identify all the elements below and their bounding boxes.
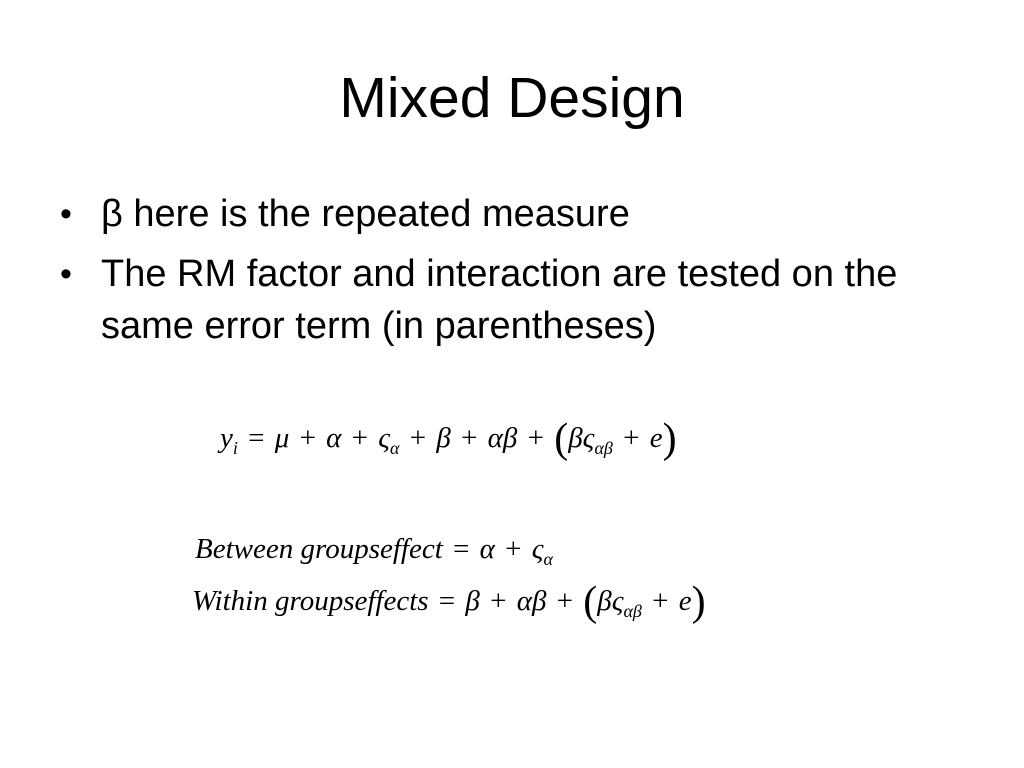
eq-plus: +: [527, 422, 544, 454]
eq-label: Within groupseffects: [192, 585, 429, 617]
eq-subscript: α: [543, 549, 553, 569]
eq-subscript: αβ: [623, 601, 642, 621]
eq-term-beta: β: [465, 585, 480, 617]
eq-term-beta: β: [436, 422, 451, 454]
eq-subscript: α: [390, 438, 400, 458]
bullet-text: β here is the repeated measure: [101, 193, 630, 235]
eq-term-alphabeta: αβ: [487, 422, 518, 454]
eq-term-e: e: [678, 585, 692, 617]
eq-term-alpha: α: [479, 533, 495, 565]
eq-close-paren: ): [662, 416, 677, 462]
eq-open-paren: (: [554, 416, 569, 462]
bullet-text: The RM factor and interaction are tested…: [101, 253, 898, 347]
eq-close-paren: ): [691, 579, 706, 625]
eq-plus: +: [351, 422, 369, 454]
eq-term-zeta: ς: [531, 533, 544, 565]
bullet-marker: •: [60, 255, 72, 293]
eq-term-zeta: ς: [611, 585, 624, 617]
eq-subscript: αβ: [594, 438, 613, 458]
eq-plus: +: [505, 533, 522, 565]
model-equation: yi = μ + α + ςα + β + αβ + (βςαβ + e): [220, 418, 677, 460]
eq-term-mu: μ: [274, 422, 290, 454]
eq-plus: +: [623, 422, 640, 454]
eq-lhs: y: [220, 422, 233, 454]
eq-term-alpha: α: [326, 422, 342, 454]
eq-plus: +: [409, 422, 427, 454]
eq-equals: =: [438, 585, 456, 617]
eq-label: Between groupseffect: [195, 533, 443, 565]
within-equation: Within groupseffects = β + αβ + (βςαβ + …: [192, 581, 706, 623]
eq-equals: =: [453, 533, 470, 565]
eq-plus: +: [299, 422, 316, 454]
eq-term-alphabeta: αβ: [516, 585, 547, 617]
bullet-marker: •: [60, 195, 72, 233]
eq-term-zeta: ς: [582, 422, 595, 454]
eq-term-zeta: ς: [378, 422, 391, 454]
bullet-item: • β here is the repeated measure: [60, 188, 960, 240]
bullet-item: • The RM factor and interaction are test…: [60, 248, 960, 352]
eq-term-beta: β: [568, 422, 583, 454]
eq-term-e: e: [649, 422, 663, 454]
eq-term-beta: β: [597, 585, 612, 617]
eq-plus: +: [556, 585, 573, 617]
slide-title: Mixed Design: [339, 66, 685, 130]
eq-plus: +: [490, 585, 507, 617]
between-equation: Between groupseffect = α + ςα: [195, 533, 553, 569]
eq-plus: +: [461, 422, 478, 454]
eq-open-paren: (: [583, 579, 598, 625]
bullet-list: • β here is the repeated measure • The R…: [60, 188, 960, 360]
eq-lhs-subscript: i: [232, 438, 238, 458]
eq-equals: =: [248, 422, 265, 454]
eq-plus: +: [652, 585, 669, 617]
